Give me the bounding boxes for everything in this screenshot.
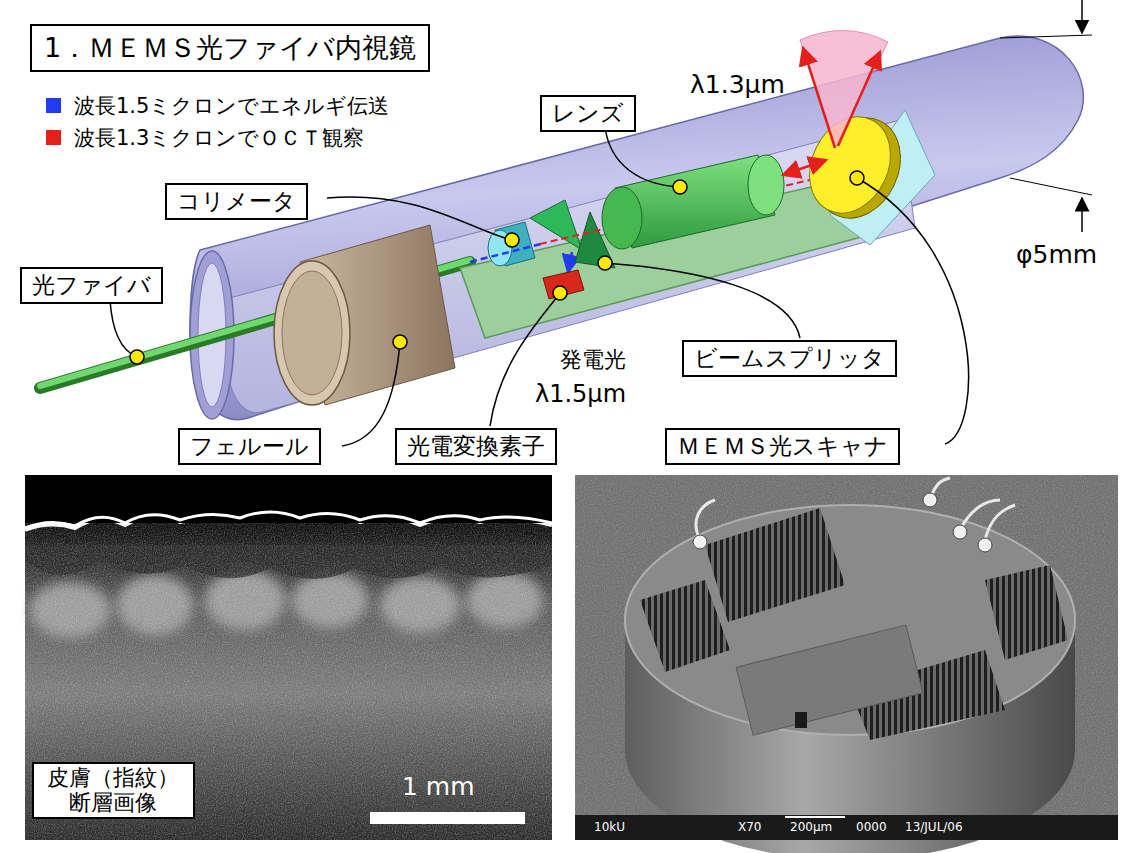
wavelength-label: λ1.5μm (535, 380, 626, 408)
part-label: レンズ (552, 98, 624, 129)
part-label: 皮膚（指紋） 断層画像 (44, 765, 183, 816)
part-label: 光電変換素子 (407, 431, 545, 462)
part-label-box: ビームスプリッタ (682, 340, 897, 377)
part-label-box: コリメータ (165, 183, 308, 220)
scale-label: 1 mm (402, 772, 475, 801)
part-label-box: レンズ (540, 95, 636, 132)
part-label-box: 光ファイバ (20, 267, 163, 304)
caption-box: 皮膚（指紋） 断層画像 (32, 762, 195, 819)
part-label: ビームスプリッタ (694, 343, 885, 374)
title-text: 1．ＭＥＭＳ光ファイバ内視鏡 (44, 30, 416, 66)
part-label: 光ファイバ (32, 270, 151, 301)
legend-swatch (46, 98, 61, 113)
sem-info: 13/JUL/06 (905, 820, 963, 834)
sem-info: 10kU (594, 820, 625, 834)
sem-info: 0000 (856, 820, 887, 834)
legend-text: 波長1.3ミクロンでＯＣＴ観察 (74, 124, 364, 152)
part-label: ＭＥＭＳ光スキャナ (677, 431, 888, 462)
dimension-label: φ5mm (1016, 240, 1097, 269)
sem-info: 200μm (790, 820, 832, 834)
title-box: 1．ＭＥＭＳ光ファイバ内視鏡 (30, 24, 430, 72)
light-label: 発電光 (560, 345, 626, 375)
legend-text: 波長1.5ミクロンでエネルギ伝送 (74, 92, 389, 120)
wavelength-label: λ1.3μm (690, 70, 785, 99)
part-label-box: 光電変換素子 (395, 428, 557, 465)
sem-info: X70 (738, 820, 762, 834)
legend-swatch (46, 130, 61, 145)
part-label: フェルール (190, 431, 309, 462)
part-label-box: フェルール (178, 428, 321, 465)
part-label: コリメータ (177, 186, 296, 217)
part-label-box: ＭＥＭＳ光スキャナ (665, 428, 900, 465)
